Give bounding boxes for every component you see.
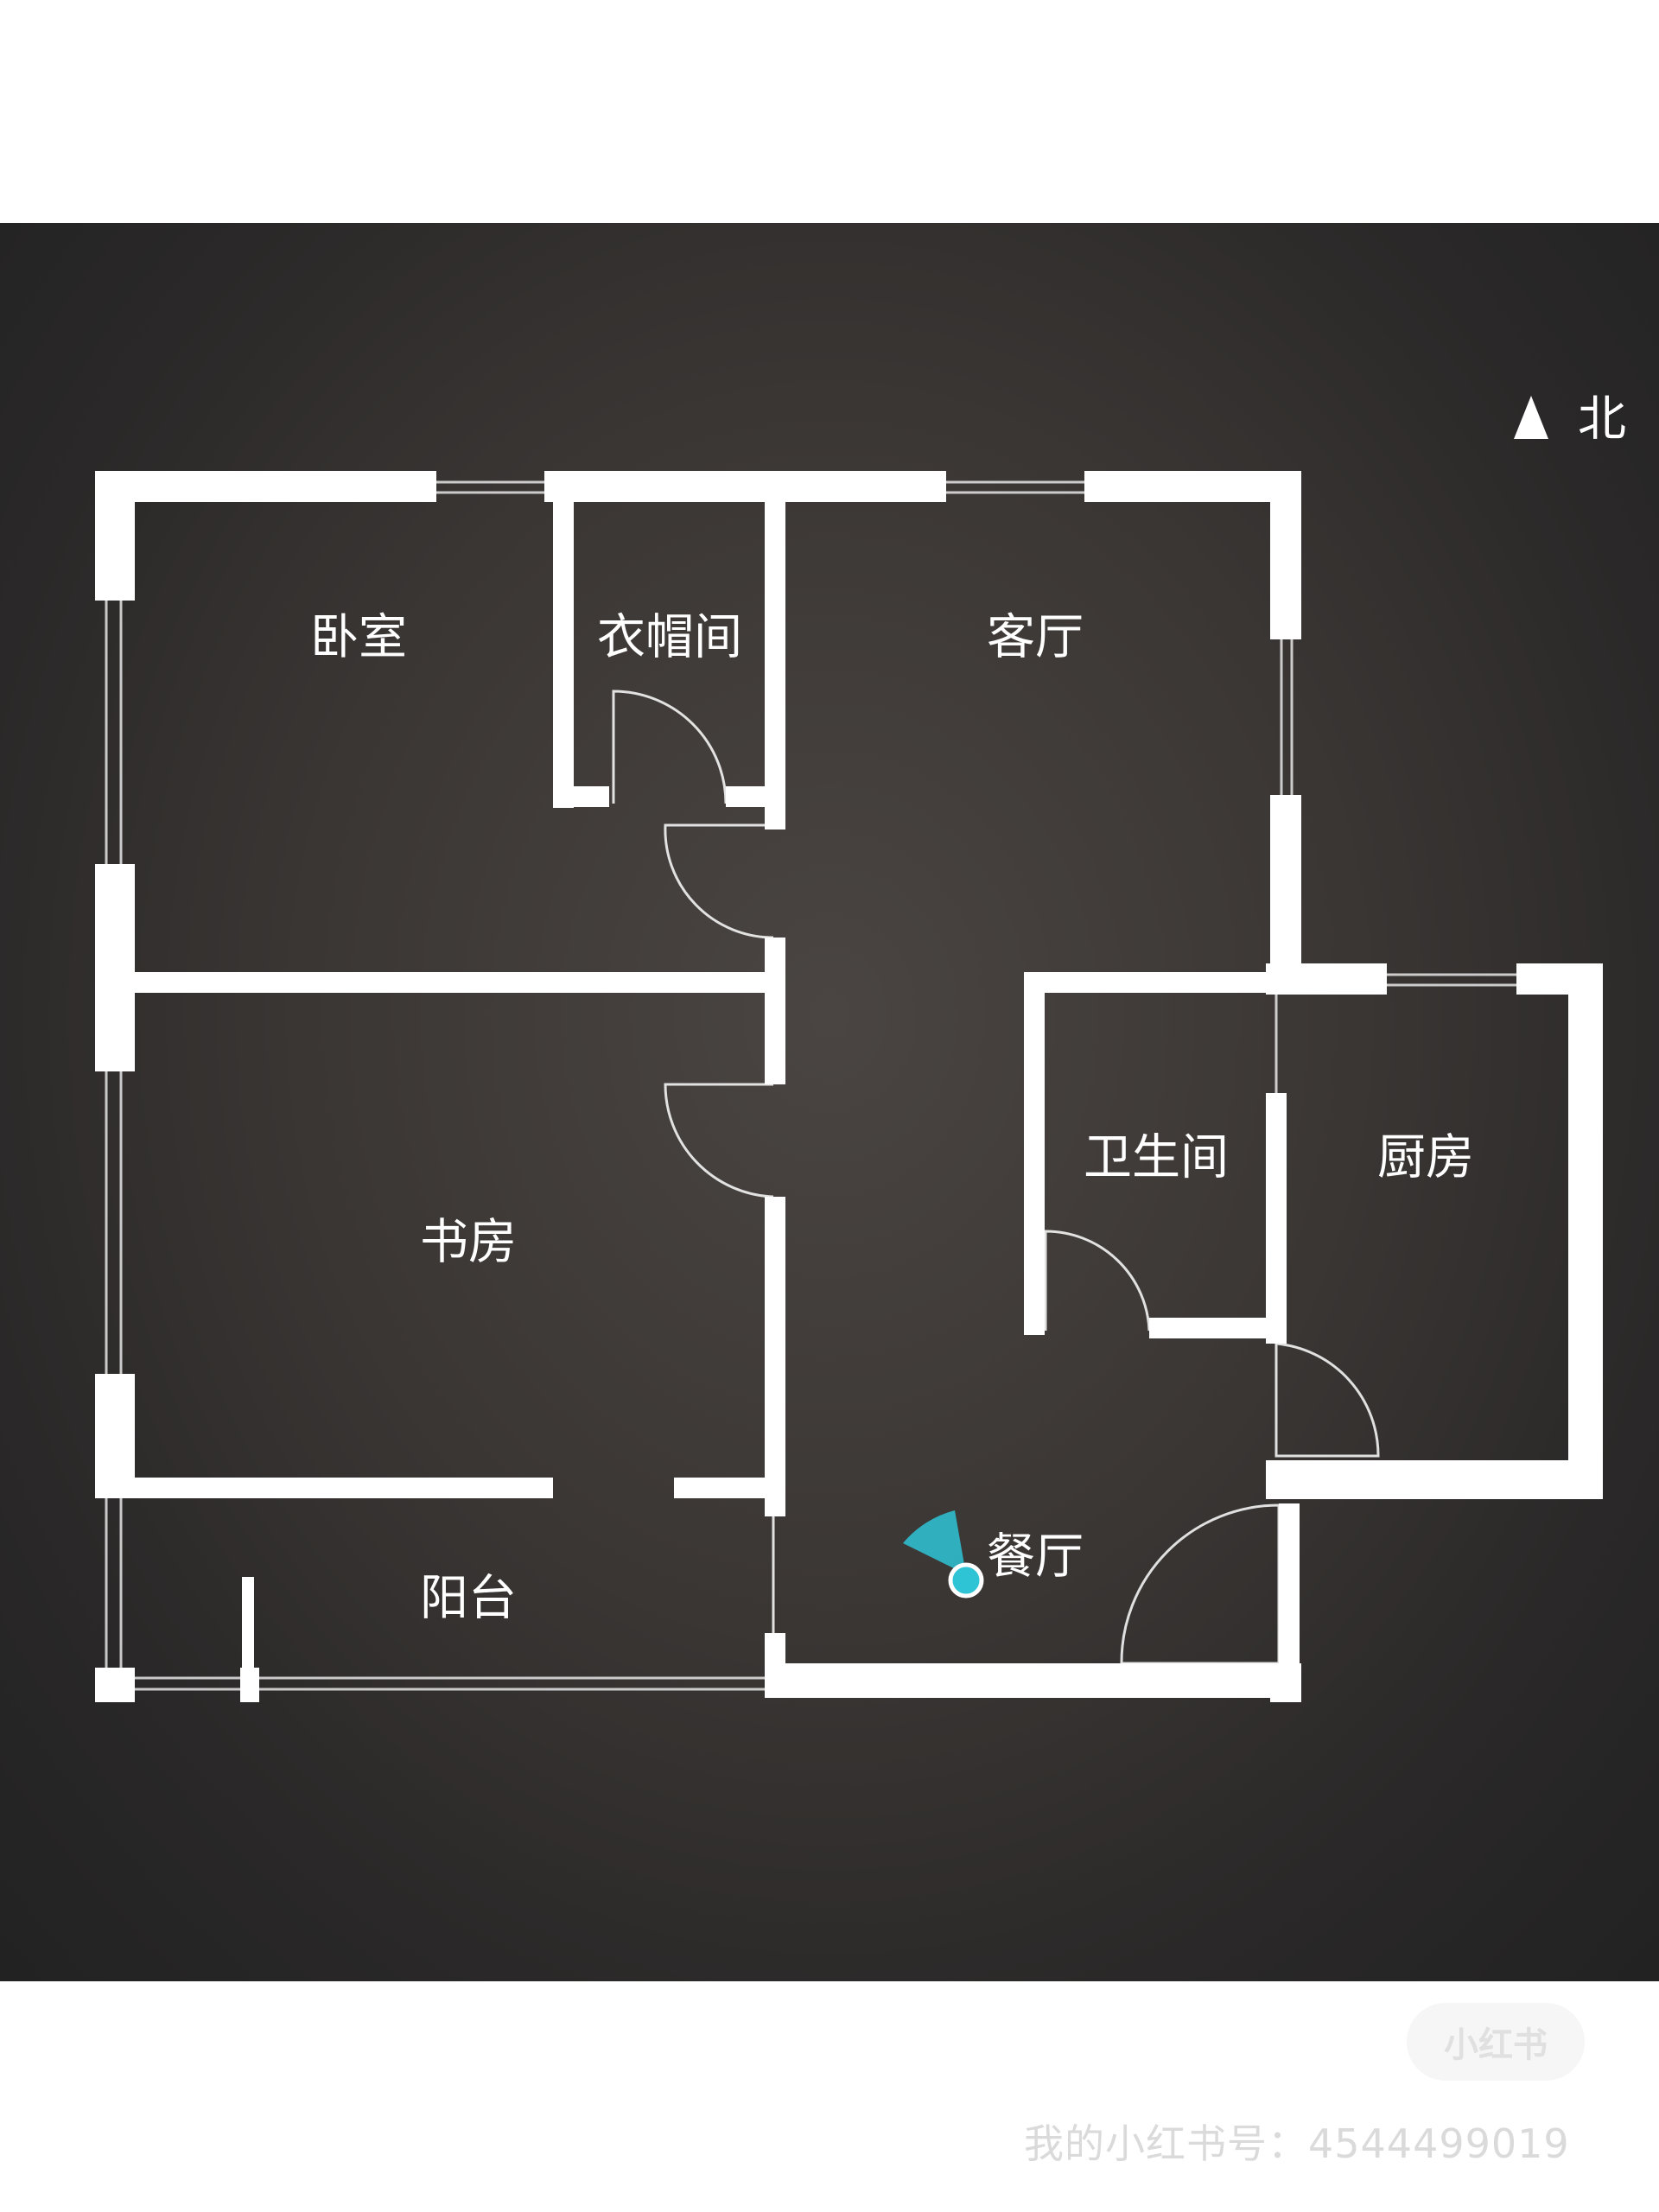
watermark-account-id: 我的小红书号：4544499019 xyxy=(1024,2120,1570,2167)
wall-segment xyxy=(1149,1318,1274,1338)
wall-segment xyxy=(95,972,782,993)
wall-segment xyxy=(1270,471,1301,639)
wall-segment xyxy=(1279,1503,1300,1668)
wall-segment xyxy=(1024,972,1274,993)
walls xyxy=(95,471,1603,1702)
wall-segment xyxy=(765,1197,785,1516)
wall-segment xyxy=(553,786,609,807)
window xyxy=(946,480,1084,494)
wall-segment xyxy=(544,471,946,502)
window xyxy=(1280,639,1294,795)
wall-segment xyxy=(95,1374,135,1486)
wall-segment xyxy=(1266,1460,1603,1499)
wall-segment xyxy=(1270,1663,1301,1702)
floor-plan-walls xyxy=(95,471,1603,1702)
watermark-logo: 小红书 xyxy=(1407,2003,1585,2081)
room-label-study[interactable]: 书房 xyxy=(420,1214,517,1271)
north-arrow-icon xyxy=(1514,396,1548,439)
wall-segment xyxy=(1084,471,1300,502)
door-swing xyxy=(664,1083,774,1198)
room-label-dining-room[interactable]: 餐厅 xyxy=(987,1529,1084,1586)
wall-segment xyxy=(1568,963,1603,1499)
wall-segment xyxy=(674,1478,782,1498)
compass-label: 北 xyxy=(1578,391,1626,448)
room-label-cloakroom[interactable]: 衣帽间 xyxy=(597,609,742,666)
room-label-balcony[interactable]: 阳台 xyxy=(420,1570,517,1627)
wall-segment xyxy=(765,938,785,1084)
wall-segment xyxy=(553,484,574,808)
wall-segment xyxy=(1270,795,1301,972)
wall-segment xyxy=(95,1668,135,1702)
windows xyxy=(105,480,1516,1691)
wall-segment xyxy=(765,484,785,830)
door-swing xyxy=(1274,1342,1380,1458)
wall-segment xyxy=(95,864,135,1071)
door-swing xyxy=(612,690,728,804)
room-label-bedroom[interactable]: 卧室 xyxy=(310,609,407,666)
door-swing xyxy=(1044,1230,1151,1332)
doors xyxy=(612,690,1380,1665)
room-label-kitchen[interactable]: 厨房 xyxy=(1377,1129,1474,1186)
door-swing xyxy=(1120,1503,1281,1665)
compass: 北 xyxy=(1514,380,1626,450)
window xyxy=(105,601,123,864)
wall-segment xyxy=(765,1663,1300,1698)
camera-viewpoint-icon[interactable] xyxy=(903,1510,984,1599)
window xyxy=(436,480,544,494)
window xyxy=(1387,973,1516,987)
wall-segment xyxy=(1024,972,1045,1335)
wall-segment xyxy=(1266,963,1387,995)
room-label-bathroom[interactable]: 卫生间 xyxy=(1084,1129,1229,1186)
wall-segment xyxy=(1266,1093,1287,1344)
wall-segment xyxy=(242,1577,254,1681)
room-label-living-room[interactable]: 客厅 xyxy=(987,609,1084,666)
wall-segment xyxy=(95,471,436,502)
window xyxy=(105,1498,123,1668)
window xyxy=(259,1486,432,1498)
window xyxy=(135,1676,765,1691)
window xyxy=(105,1071,123,1374)
door-swing xyxy=(664,823,774,939)
